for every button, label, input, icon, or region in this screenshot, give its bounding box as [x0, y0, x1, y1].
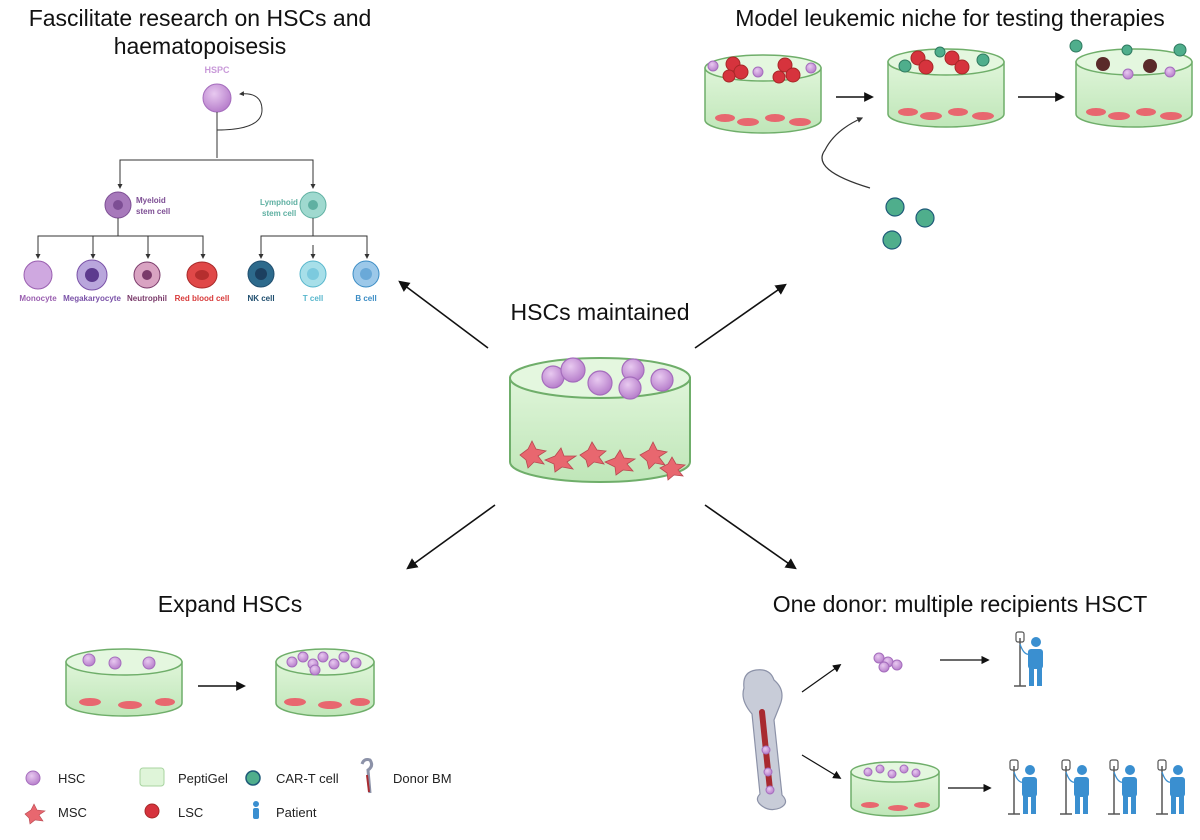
center-dish — [509, 357, 691, 483]
expand-dish-2 — [275, 648, 375, 717]
monocyte-cell — [23, 260, 53, 290]
legend-peptigel-label: PeptiGel — [178, 771, 228, 786]
expand-hscs — [65, 648, 375, 717]
label-lymphoid-1: Lymphoid — [260, 198, 298, 207]
car-t-cells — [882, 197, 935, 250]
legend-hsc-icon — [25, 770, 41, 786]
donor-hsc-few — [873, 652, 903, 673]
title-leukemic-niche: Model leukemic niche for testing therapi… — [735, 5, 1165, 31]
arrow-to-donor — [704, 504, 797, 570]
leaf-label-t-cell: T cell — [303, 294, 323, 303]
patient-icon — [1156, 759, 1185, 815]
arrow-to-expand — [406, 504, 496, 570]
hsc-cluster-center — [541, 357, 674, 400]
leaf-labels: Monocyte Megakaryocyte Neutrophil Red blood… — [19, 294, 376, 303]
legend-msc-icon — [24, 803, 46, 825]
leaf-label-nk-cell: NK cell — [247, 294, 274, 303]
title-center: HSCs maintained — [510, 299, 690, 325]
title-research-line1: Fascilitate research on HSCs and — [28, 5, 372, 31]
patient-icon — [1108, 759, 1137, 815]
legend-cart-label: CAR-T cell — [276, 771, 339, 786]
title-donor: One donor: multiple recipients HSCT — [772, 591, 1148, 617]
leaf-label-red-blood-cell: Red blood cell — [175, 294, 230, 303]
niche-dish-1 — [704, 54, 822, 134]
main-arrows — [398, 280, 797, 570]
legend-lsc-label: LSC — [178, 805, 204, 820]
legend-patient-label: Patient — [276, 805, 317, 820]
leaf-label-neutrophil: Neutrophil — [127, 294, 167, 303]
niche-dish-3 — [1069, 39, 1193, 128]
patient-icon — [1014, 631, 1043, 687]
title-research: Fascilitate research on HSCs and haemato… — [0, 4, 400, 60]
label-myeloid-1: Myeloid — [136, 196, 166, 205]
leukemic-niche — [704, 39, 1193, 250]
legend-msc-label: MSC — [58, 805, 87, 820]
hspc-cell — [202, 83, 232, 113]
label-myeloid-2: stem cell — [136, 207, 170, 216]
msc-cluster-center — [519, 440, 687, 481]
legend-lsc-icon — [144, 803, 160, 819]
donor-bone — [742, 669, 787, 811]
arrow-to-research — [398, 280, 489, 349]
donor-dish — [850, 761, 940, 817]
haematopoiesis-tree: HSPC Myeloid stem cell Lymphoid stem cel… — [19, 65, 380, 303]
patients — [1008, 631, 1185, 815]
niche-dish-2 — [887, 46, 1005, 128]
legend-hsc-label: HSC — [58, 771, 86, 786]
legend-donor-bm-label: Donor BM — [393, 771, 452, 786]
patient-icon — [1008, 759, 1037, 815]
arrow-to-leukemic — [694, 283, 787, 349]
legend — [24, 758, 374, 825]
label-lymphoid-2: stem cell — [262, 209, 296, 218]
legend-donor-bm-icon — [360, 758, 374, 794]
leaf-label-megakaryocyte: Megakaryocyte — [63, 294, 121, 303]
legend-patient-icon — [253, 801, 259, 819]
patient-icon — [1060, 759, 1089, 815]
leaf-label-monocyte: Monocyte — [19, 294, 57, 303]
leaf-label-b-cell: B cell — [355, 294, 376, 303]
title-expand: Expand HSCs — [157, 591, 303, 617]
legend-peptigel-icon — [139, 767, 165, 787]
label-hspc: HSPC — [204, 65, 230, 75]
legend-cart-icon — [245, 770, 261, 786]
expand-dish-1 — [65, 648, 183, 717]
one-donor — [742, 631, 1185, 817]
title-research-line2: haematopoisesis — [113, 33, 287, 59]
